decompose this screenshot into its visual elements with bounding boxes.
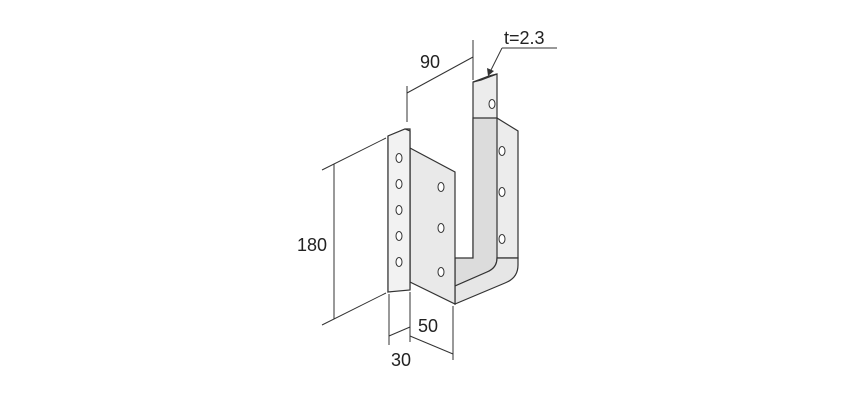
- front-inner-flange: [409, 147, 456, 305]
- dim-180-ext-top: [321, 137, 387, 171]
- nail-hole: [395, 153, 403, 163]
- nail-hole: [395, 231, 403, 241]
- seat-bottom: [454, 257, 519, 305]
- dim-50-line: [409, 335, 454, 355]
- seat-inner: [454, 117, 498, 287]
- nail-hole: [395, 179, 403, 189]
- dim-t-leader: [489, 47, 503, 73]
- dim-t-arrow: [487, 68, 494, 76]
- nail-holes: [395, 99, 506, 277]
- dim-90-line: [406, 56, 474, 94]
- dim-30-label: 30: [391, 350, 411, 370]
- nail-hole: [395, 257, 403, 267]
- nail-hole: [437, 182, 445, 192]
- nail-hole: [498, 187, 506, 197]
- dim-180-ext-bottom: [321, 292, 387, 326]
- nail-hole: [437, 223, 445, 233]
- dimension-labels: 90 t=2.3 180 50 30: [297, 28, 545, 370]
- nail-hole: [498, 146, 506, 156]
- nail-hole: [498, 234, 506, 244]
- dimension-lines: [321, 40, 557, 360]
- dim-90-label: 90: [420, 52, 440, 72]
- nail-hole: [437, 267, 445, 277]
- back-tab-edge: [472, 73, 498, 83]
- nail-hole: [395, 205, 403, 215]
- dim-30-line: [388, 326, 411, 337]
- dim-thickness-label: t=2.3: [504, 28, 545, 48]
- dim-50-label: 50: [418, 316, 438, 336]
- nail-hole: [488, 99, 496, 109]
- dim-180-label: 180: [297, 235, 327, 255]
